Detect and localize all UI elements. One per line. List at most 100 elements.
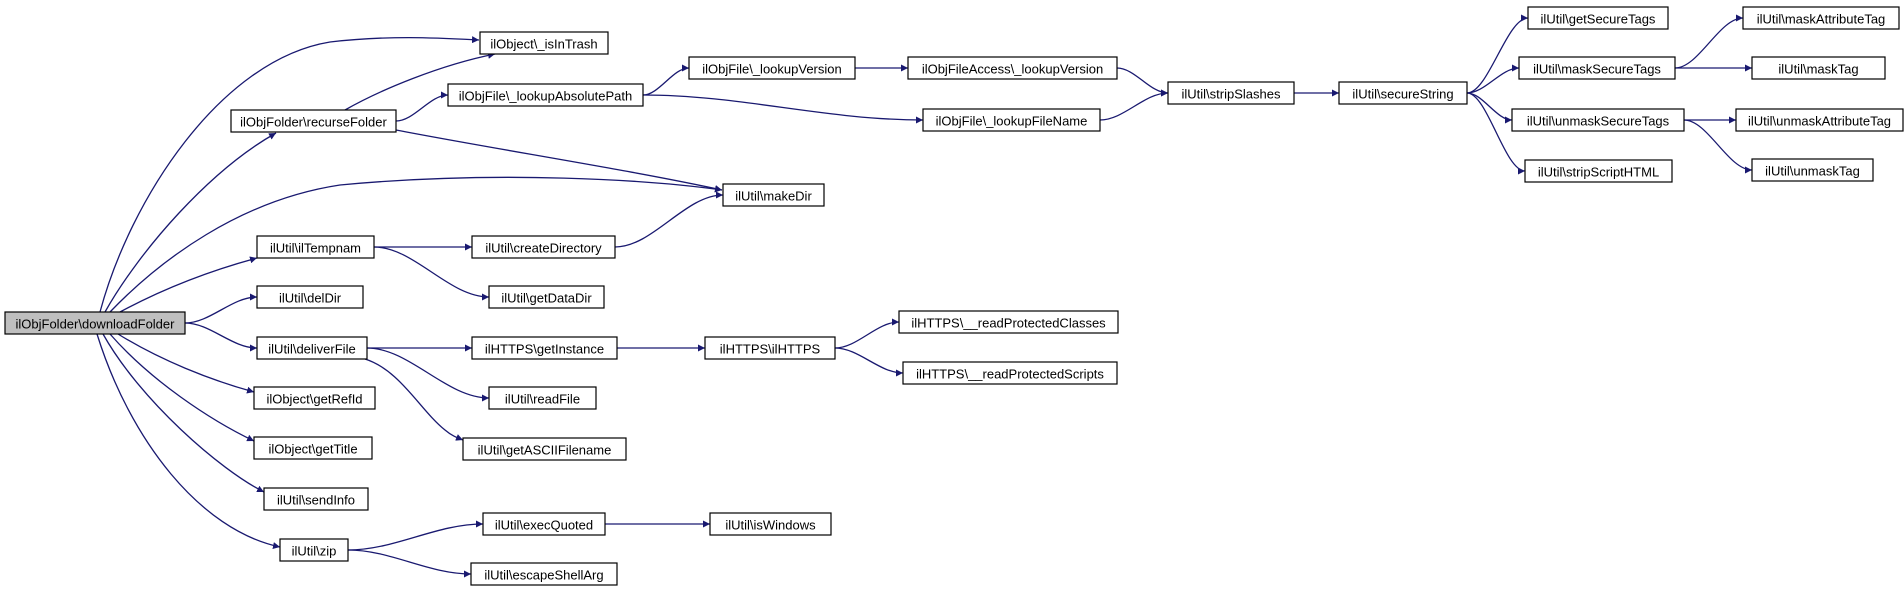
node-label: ilUtil\stripScriptHTML [1538, 165, 1659, 180]
node-box [279, 538, 349, 562]
edge-deliverFile-to-readFile [366, 347, 490, 402]
node-getSecureTags[interactable]: ilUtil\getSecureTags [1527, 6, 1669, 30]
edge-deliverFile-to-getASCIIFilename [364, 358, 464, 441]
node-box [256, 285, 364, 309]
edge-ilTempnam-to-getDataDir [373, 246, 490, 301]
nodes-layer: ilObjFolder\downloadFolder ilObject\_isIn… [4, 6, 1904, 586]
node-recurseFolder[interactable]: ilObjFolder\recurseFolder [230, 109, 397, 133]
node-getInstance[interactable]: ilHTTPS\getInstance [471, 336, 618, 360]
node-stripScriptHTML[interactable]: ilUtil\stripScriptHTML [1524, 159, 1673, 183]
node-escapeShellArg[interactable]: ilUtil\escapeShellArg [470, 562, 618, 586]
node-box [922, 108, 1101, 132]
node-box [1338, 81, 1468, 105]
node-unmaskSecureTags[interactable]: ilUtil\unmaskSecureTags [1511, 108, 1685, 132]
node-label: ilUtil\isWindows [725, 518, 816, 533]
node-label: ilObjFileAccess\_lookupVersion [922, 62, 1103, 77]
node-box [471, 235, 616, 259]
edge-secureString-to-unmaskSecureTags [1466, 92, 1513, 124]
edge-downloadFolder-to-deliverFile [184, 322, 258, 352]
node-box [471, 336, 618, 360]
node-label: ilUtil\makeDir [735, 189, 812, 204]
node-label: ilUtil\execQuoted [495, 518, 593, 533]
node-ilHTTPS[interactable]: ilHTTPS\ilHTTPS [704, 336, 836, 360]
edge-zip-to-escapeShellArg [347, 549, 472, 578]
node-label: ilObjFolder\recurseFolder [240, 115, 387, 130]
node-makeDir[interactable]: ilUtil\makeDir [722, 183, 825, 207]
node-readProtectedScripts[interactable]: ilHTTPS\__readProtectedScripts [902, 361, 1118, 385]
node-label: ilObject\getTitle [268, 442, 357, 457]
node-label: ilObjFolder\downloadFolder [16, 317, 176, 332]
edges-layer [96, 14, 1753, 578]
edge-lookupAbsolutePath-to-lookupFileName [642, 94, 924, 124]
node-label: ilUtil\getASCIIFilename [478, 443, 612, 458]
node-stripSlashes[interactable]: ilUtil\stripSlashes [1167, 81, 1295, 105]
node-createDirectory[interactable]: ilUtil\createDirectory [471, 235, 616, 259]
node-execQuoted[interactable]: ilUtil\execQuoted [482, 512, 606, 536]
node-box [253, 386, 376, 410]
node-sendInfo[interactable]: ilUtil\sendInfo [263, 487, 369, 511]
node-label: ilUtil\maskTag [1778, 62, 1858, 77]
node-label: ilUtil\sendInfo [277, 493, 355, 508]
node-box [256, 235, 375, 259]
edge-downloadFolder-to-recurseFolder [104, 132, 277, 313]
node-delDir[interactable]: ilUtil\delDir [256, 285, 364, 309]
edge-ilHTTPS-to-readProtectedClasses [834, 318, 900, 349]
node-maskAttributeTag[interactable]: ilUtil\maskAttributeTag [1742, 6, 1900, 30]
edge-downloadFolder-to-zip [96, 333, 281, 549]
node-maskTag[interactable]: ilUtil\maskTag [1751, 56, 1886, 80]
node-getDataDir[interactable]: ilUtil\getDataDir [488, 285, 605, 309]
node-isWindows[interactable]: ilUtil\isWindows [709, 512, 832, 536]
edge-recurseFolder-to-isInTrash [344, 51, 496, 111]
node-deliverFile[interactable]: ilUtil\deliverFile [256, 336, 368, 360]
node-lookupFileName[interactable]: ilObjFile\_lookupFileName [922, 108, 1101, 132]
node-box [488, 386, 597, 410]
node-label: ilUtil\createDirectory [485, 241, 602, 256]
edge-recurseFolder-to-makeDir [395, 129, 723, 192]
node-box [898, 310, 1119, 334]
node-label: ilUtil\readFile [505, 392, 580, 407]
node-readProtectedClasses[interactable]: ilHTTPS\__readProtectedClasses [898, 310, 1119, 334]
node-label: ilHTTPS\getInstance [485, 342, 604, 357]
node-lookupVersion[interactable]: ilObjFile\_lookupVersion [688, 56, 856, 80]
node-isInTrash[interactable]: ilObject\_isInTrash [479, 31, 609, 55]
node-accessLookupVersion[interactable]: ilObjFileAccess\_lookupVersion [907, 56, 1118, 80]
edge-unmaskSecureTags-to-unmaskTag [1683, 119, 1753, 174]
node-getTitle[interactable]: ilObject\getTitle [253, 436, 373, 460]
node-label: ilObject\_isInTrash [490, 37, 597, 52]
node-box [470, 562, 618, 586]
edge-zip-to-execQuoted [347, 520, 484, 551]
node-zip[interactable]: ilUtil\zip [279, 538, 349, 562]
node-label: ilUtil\ilTempnam [270, 241, 361, 256]
node-box [479, 31, 609, 55]
node-readFile[interactable]: ilUtil\readFile [488, 386, 597, 410]
node-unmaskTag[interactable]: ilUtil\unmaskTag [1751, 158, 1874, 182]
node-ilTempnam[interactable]: ilUtil\ilTempnam [256, 235, 375, 259]
node-secureString[interactable]: ilUtil\secureString [1338, 81, 1468, 105]
edge-accessLookupVersion-to-stripSlashes [1116, 67, 1169, 97]
node-getASCIIFilename[interactable]: ilUtil\getASCIIFilename [462, 437, 627, 461]
node-label: ilObjFile\_lookupFileName [936, 114, 1088, 129]
node-lookupAbsolutePath[interactable]: ilObjFile\_lookupAbsolutePath [447, 83, 644, 107]
node-box [722, 183, 825, 207]
node-getRefId[interactable]: ilObject\getRefId [253, 386, 376, 410]
node-box [1518, 56, 1676, 80]
node-box [263, 487, 369, 511]
node-label: ilUtil\getSecureTags [1541, 12, 1656, 27]
node-label: ilUtil\maskSecureTags [1533, 62, 1661, 77]
node-box [709, 512, 832, 536]
node-box [482, 512, 606, 536]
node-label: ilUtil\unmaskSecureTags [1527, 114, 1670, 129]
node-downloadFolder[interactable]: ilObjFolder\downloadFolder [4, 311, 186, 335]
node-unmaskAttributeTag[interactable]: ilUtil\unmaskAttributeTag [1735, 108, 1904, 132]
edge-maskSecureTags-to-maskAttributeTag [1674, 14, 1744, 69]
node-box [1751, 158, 1874, 182]
edge-downloadFolder-to-makeDir [109, 176, 723, 313]
edge-secureString-to-stripScriptHTML [1466, 92, 1526, 175]
edge-lookupFileName-to-stripSlashes [1099, 89, 1169, 121]
node-label: ilObject\getRefId [266, 392, 362, 407]
node-box [1527, 6, 1669, 30]
node-box [488, 285, 605, 309]
node-box [230, 109, 397, 133]
node-label: ilUtil\zip [292, 544, 337, 559]
node-maskSecureTags[interactable]: ilUtil\maskSecureTags [1518, 56, 1676, 80]
